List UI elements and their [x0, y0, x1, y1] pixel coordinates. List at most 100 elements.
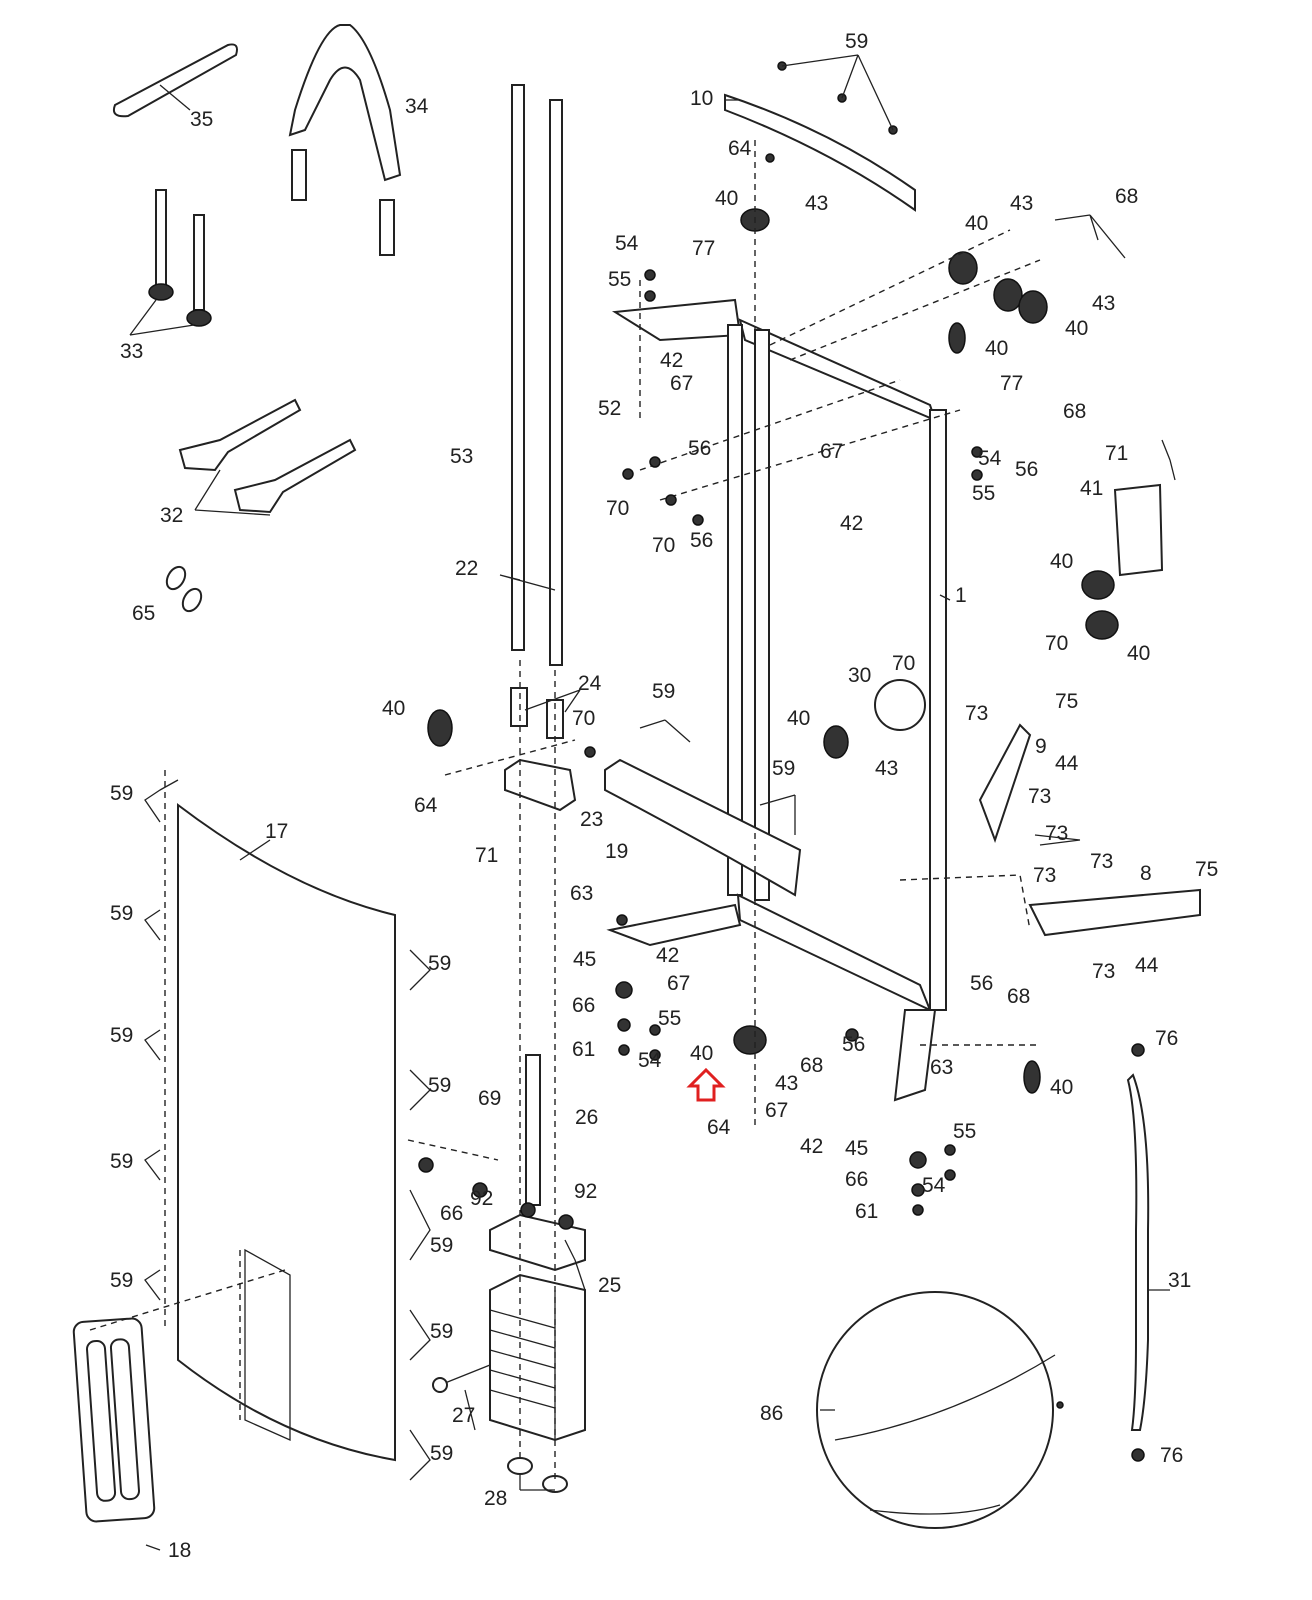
- label-40: 40: [1050, 1076, 1073, 1099]
- label-45: 45: [845, 1137, 868, 1160]
- hardware: [418, 61, 1064, 1409]
- label-55: 55: [658, 1007, 681, 1030]
- part-18-plate: [72, 1317, 156, 1523]
- pulleys-40: [427, 208, 1119, 1094]
- label-42: 42: [840, 512, 863, 535]
- label-67: 67: [670, 372, 693, 395]
- label-68: 68: [800, 1054, 823, 1077]
- label-61: 61: [572, 1038, 595, 1061]
- label-59: 59: [110, 902, 133, 925]
- label-1: 1: [955, 584, 967, 607]
- label-59: 59: [110, 1024, 133, 1047]
- part-labels: 59 10 64 43 40 43 68 40 35 34 77 54 55 4…: [110, 30, 1218, 1562]
- leader-lines: [129, 54, 1176, 1551]
- label-23: 23: [580, 808, 603, 831]
- part-86-ball: [816, 1291, 1056, 1529]
- part-33-rope-handles: [148, 189, 212, 327]
- label-59: 59: [110, 1150, 133, 1173]
- label-61: 61: [855, 1200, 878, 1223]
- label-27: 27: [452, 1404, 475, 1427]
- label-77: 77: [692, 237, 715, 260]
- label-40: 40: [1127, 642, 1150, 665]
- label-22: 22: [455, 557, 478, 580]
- label-40: 40: [690, 1042, 713, 1065]
- label-43: 43: [775, 1072, 798, 1095]
- label-54: 54: [615, 232, 639, 255]
- label-76: 76: [1160, 1444, 1183, 1467]
- label-35: 35: [190, 108, 213, 131]
- label-42: 42: [660, 349, 683, 372]
- label-18: 18: [168, 1539, 191, 1562]
- label-59: 59: [430, 1320, 453, 1343]
- label-43: 43: [875, 757, 898, 780]
- label-77: 77: [1000, 372, 1023, 395]
- label-25: 25: [598, 1274, 621, 1297]
- label-59: 59: [428, 952, 451, 975]
- label-66: 66: [440, 1202, 463, 1225]
- label-8: 8: [1140, 862, 1152, 885]
- highlight-arrow-icon: [686, 1067, 726, 1102]
- label-55: 55: [608, 268, 631, 291]
- label-59: 59: [428, 1074, 451, 1097]
- label-56: 56: [842, 1033, 865, 1056]
- label-24: 24: [578, 672, 602, 695]
- part-34-v-handle: [288, 24, 402, 256]
- label-10: 10: [690, 87, 713, 110]
- part-65-clips: [165, 565, 203, 613]
- label-33: 33: [120, 340, 143, 363]
- part-31-cable: [1126, 1043, 1150, 1462]
- label-53: 53: [450, 445, 473, 468]
- label-41: 41: [1080, 477, 1103, 500]
- part-17-shroud: [177, 802, 396, 1462]
- label-54: 54: [922, 1174, 946, 1197]
- part-23-rod-base: [504, 758, 577, 812]
- label-17: 17: [265, 820, 288, 843]
- label-26: 26: [575, 1106, 598, 1129]
- label-68: 68: [1007, 985, 1030, 1008]
- label-19: 19: [605, 840, 628, 863]
- label-68: 68: [1063, 400, 1086, 423]
- label-43: 43: [805, 192, 828, 215]
- label-68: 68: [1115, 185, 1138, 208]
- part-22-guide-rods: [511, 84, 563, 666]
- part-19-mid-shroud: [604, 758, 802, 897]
- label-75: 75: [1055, 690, 1078, 713]
- label-42: 42: [800, 1135, 823, 1158]
- label-63: 63: [930, 1056, 953, 1079]
- label-64: 64: [707, 1116, 731, 1139]
- label-40: 40: [715, 187, 738, 210]
- label-70: 70: [892, 652, 915, 675]
- label-67: 67: [667, 972, 690, 995]
- label-73: 73: [1092, 960, 1115, 983]
- label-92: 92: [574, 1180, 597, 1203]
- label-55: 55: [972, 482, 995, 505]
- label-65: 65: [132, 602, 155, 625]
- label-64: 64: [414, 794, 438, 817]
- label-59: 59: [430, 1234, 453, 1257]
- label-73: 73: [1090, 850, 1113, 873]
- part-9-arm: [978, 723, 1032, 843]
- part-30-disc: [874, 679, 926, 731]
- label-70: 70: [572, 707, 595, 730]
- label-64: 64: [728, 137, 752, 160]
- label-56: 56: [690, 529, 713, 552]
- label-69: 69: [478, 1087, 501, 1110]
- label-54: 54: [638, 1049, 662, 1072]
- label-31: 31: [1168, 1269, 1191, 1292]
- part-41-bracket: [1113, 483, 1164, 577]
- label-73: 73: [1028, 785, 1051, 808]
- label-70: 70: [606, 497, 629, 520]
- label-67: 67: [820, 440, 843, 463]
- label-59: 59: [772, 757, 795, 780]
- label-28: 28: [484, 1487, 507, 1510]
- label-66: 66: [572, 994, 595, 1017]
- label-73: 73: [965, 702, 988, 725]
- label-67: 67: [765, 1099, 788, 1122]
- label-75: 75: [1195, 858, 1218, 881]
- label-71: 71: [1105, 442, 1128, 465]
- part-27-pin: [432, 1364, 491, 1393]
- label-40: 40: [1065, 317, 1088, 340]
- label-45: 45: [573, 948, 596, 971]
- label-43: 43: [1010, 192, 1033, 215]
